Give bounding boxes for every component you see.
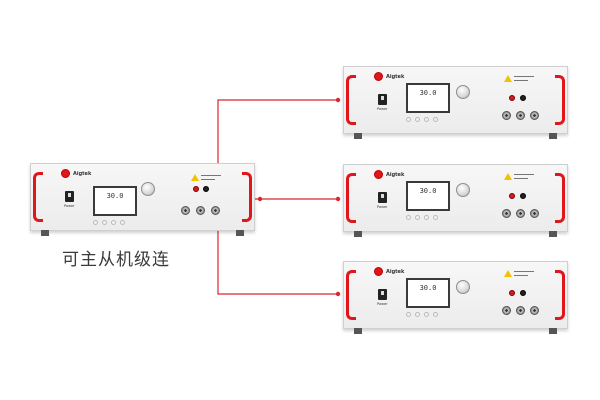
slave-amplifier-2: Aigtek Power 30.0 xyxy=(343,164,568,237)
black-terminal[interactable] xyxy=(520,290,526,296)
foot xyxy=(549,328,557,334)
brand-name: Aigtek xyxy=(386,171,405,178)
cascade-caption: 可主从机级连 xyxy=(62,250,170,270)
power-switch[interactable] xyxy=(378,94,387,105)
cable-to-slave-3 xyxy=(217,228,338,295)
foot xyxy=(354,328,362,334)
warning-icon xyxy=(504,75,512,82)
power-label: Power xyxy=(377,302,388,306)
adjust-knob[interactable] xyxy=(456,85,470,99)
display-value: 30.0 xyxy=(419,89,437,97)
cable-dot xyxy=(335,97,341,103)
brand-logo: Aigtek xyxy=(374,267,404,276)
right-handle[interactable] xyxy=(555,75,565,125)
foot xyxy=(354,133,362,139)
adjust-knob[interactable] xyxy=(456,280,470,294)
power-switch[interactable] xyxy=(65,191,74,202)
brand-name: Aigtek xyxy=(73,170,92,177)
bnc-connector[interactable] xyxy=(516,111,525,120)
master-amplifier: Aigtek Power 30.0 xyxy=(30,163,255,236)
brand-logo: Aigtek xyxy=(374,170,404,179)
foot xyxy=(236,230,244,236)
bnc-connector[interactable] xyxy=(502,306,511,315)
bnc-connector[interactable] xyxy=(516,209,525,218)
brand-logo: Aigtek xyxy=(374,72,404,81)
display-screen: 30.0 xyxy=(406,278,450,308)
display-value: 30.0 xyxy=(106,192,124,200)
logo-icon xyxy=(374,170,383,179)
red-terminal[interactable] xyxy=(509,193,515,199)
bnc-connector[interactable] xyxy=(502,209,511,218)
brand-name: Aigtek xyxy=(386,73,405,80)
slave-amplifier-3: Aigtek Power 30.0 xyxy=(343,261,568,334)
bnc-connector[interactable] xyxy=(516,306,525,315)
power-label: Power xyxy=(64,204,75,208)
power-label: Power xyxy=(377,107,388,111)
bnc-connector[interactable] xyxy=(530,111,539,120)
warning-icon xyxy=(504,270,512,277)
bnc-connector[interactable] xyxy=(502,111,511,120)
display-screen: 30.0 xyxy=(406,83,450,113)
black-terminal[interactable] xyxy=(203,186,209,192)
foot xyxy=(549,231,557,237)
warning-text xyxy=(514,75,536,84)
warning-text xyxy=(514,270,536,279)
black-terminal[interactable] xyxy=(520,193,526,199)
left-handle[interactable] xyxy=(346,75,356,125)
function-buttons[interactable] xyxy=(406,117,438,122)
bnc-connector[interactable] xyxy=(530,306,539,315)
right-handle[interactable] xyxy=(555,173,565,223)
cable-dot xyxy=(257,196,263,202)
red-terminal[interactable] xyxy=(193,186,199,192)
bnc-connector[interactable] xyxy=(196,206,205,215)
brand-logo: Aigtek xyxy=(61,169,91,178)
warning-text xyxy=(514,173,536,182)
power-switch[interactable] xyxy=(378,192,387,203)
adjust-knob[interactable] xyxy=(456,183,470,197)
power-switch[interactable] xyxy=(378,289,387,300)
display-screen: 30.0 xyxy=(93,186,137,216)
display-value: 30.0 xyxy=(419,284,437,292)
bnc-connector[interactable] xyxy=(211,206,220,215)
right-handle[interactable] xyxy=(555,270,565,320)
brand-name: Aigtek xyxy=(386,268,405,275)
function-buttons[interactable] xyxy=(406,312,438,317)
foot xyxy=(354,231,362,237)
foot xyxy=(549,133,557,139)
adjust-knob[interactable] xyxy=(141,182,155,196)
cable-dot xyxy=(335,196,341,202)
cable-dot xyxy=(335,291,341,297)
left-handle[interactable] xyxy=(346,270,356,320)
logo-icon xyxy=(374,267,383,276)
foot xyxy=(41,230,49,236)
power-label: Power xyxy=(377,205,388,209)
function-buttons[interactable] xyxy=(406,215,438,220)
logo-icon xyxy=(61,169,70,178)
warning-icon xyxy=(504,173,512,180)
function-buttons[interactable] xyxy=(93,220,125,225)
right-handle[interactable] xyxy=(242,172,252,222)
red-terminal[interactable] xyxy=(509,95,515,101)
bnc-connector[interactable] xyxy=(530,209,539,218)
red-terminal[interactable] xyxy=(509,290,515,296)
warning-icon xyxy=(191,174,199,181)
warning-text xyxy=(201,174,223,183)
display-screen: 30.0 xyxy=(406,181,450,211)
left-handle[interactable] xyxy=(33,172,43,222)
display-value: 30.0 xyxy=(419,187,437,195)
bnc-connector[interactable] xyxy=(181,206,190,215)
left-handle[interactable] xyxy=(346,173,356,223)
logo-icon xyxy=(374,72,383,81)
black-terminal[interactable] xyxy=(520,95,526,101)
slave-amplifier-1: Aigtek Power 30.0 xyxy=(343,66,568,139)
